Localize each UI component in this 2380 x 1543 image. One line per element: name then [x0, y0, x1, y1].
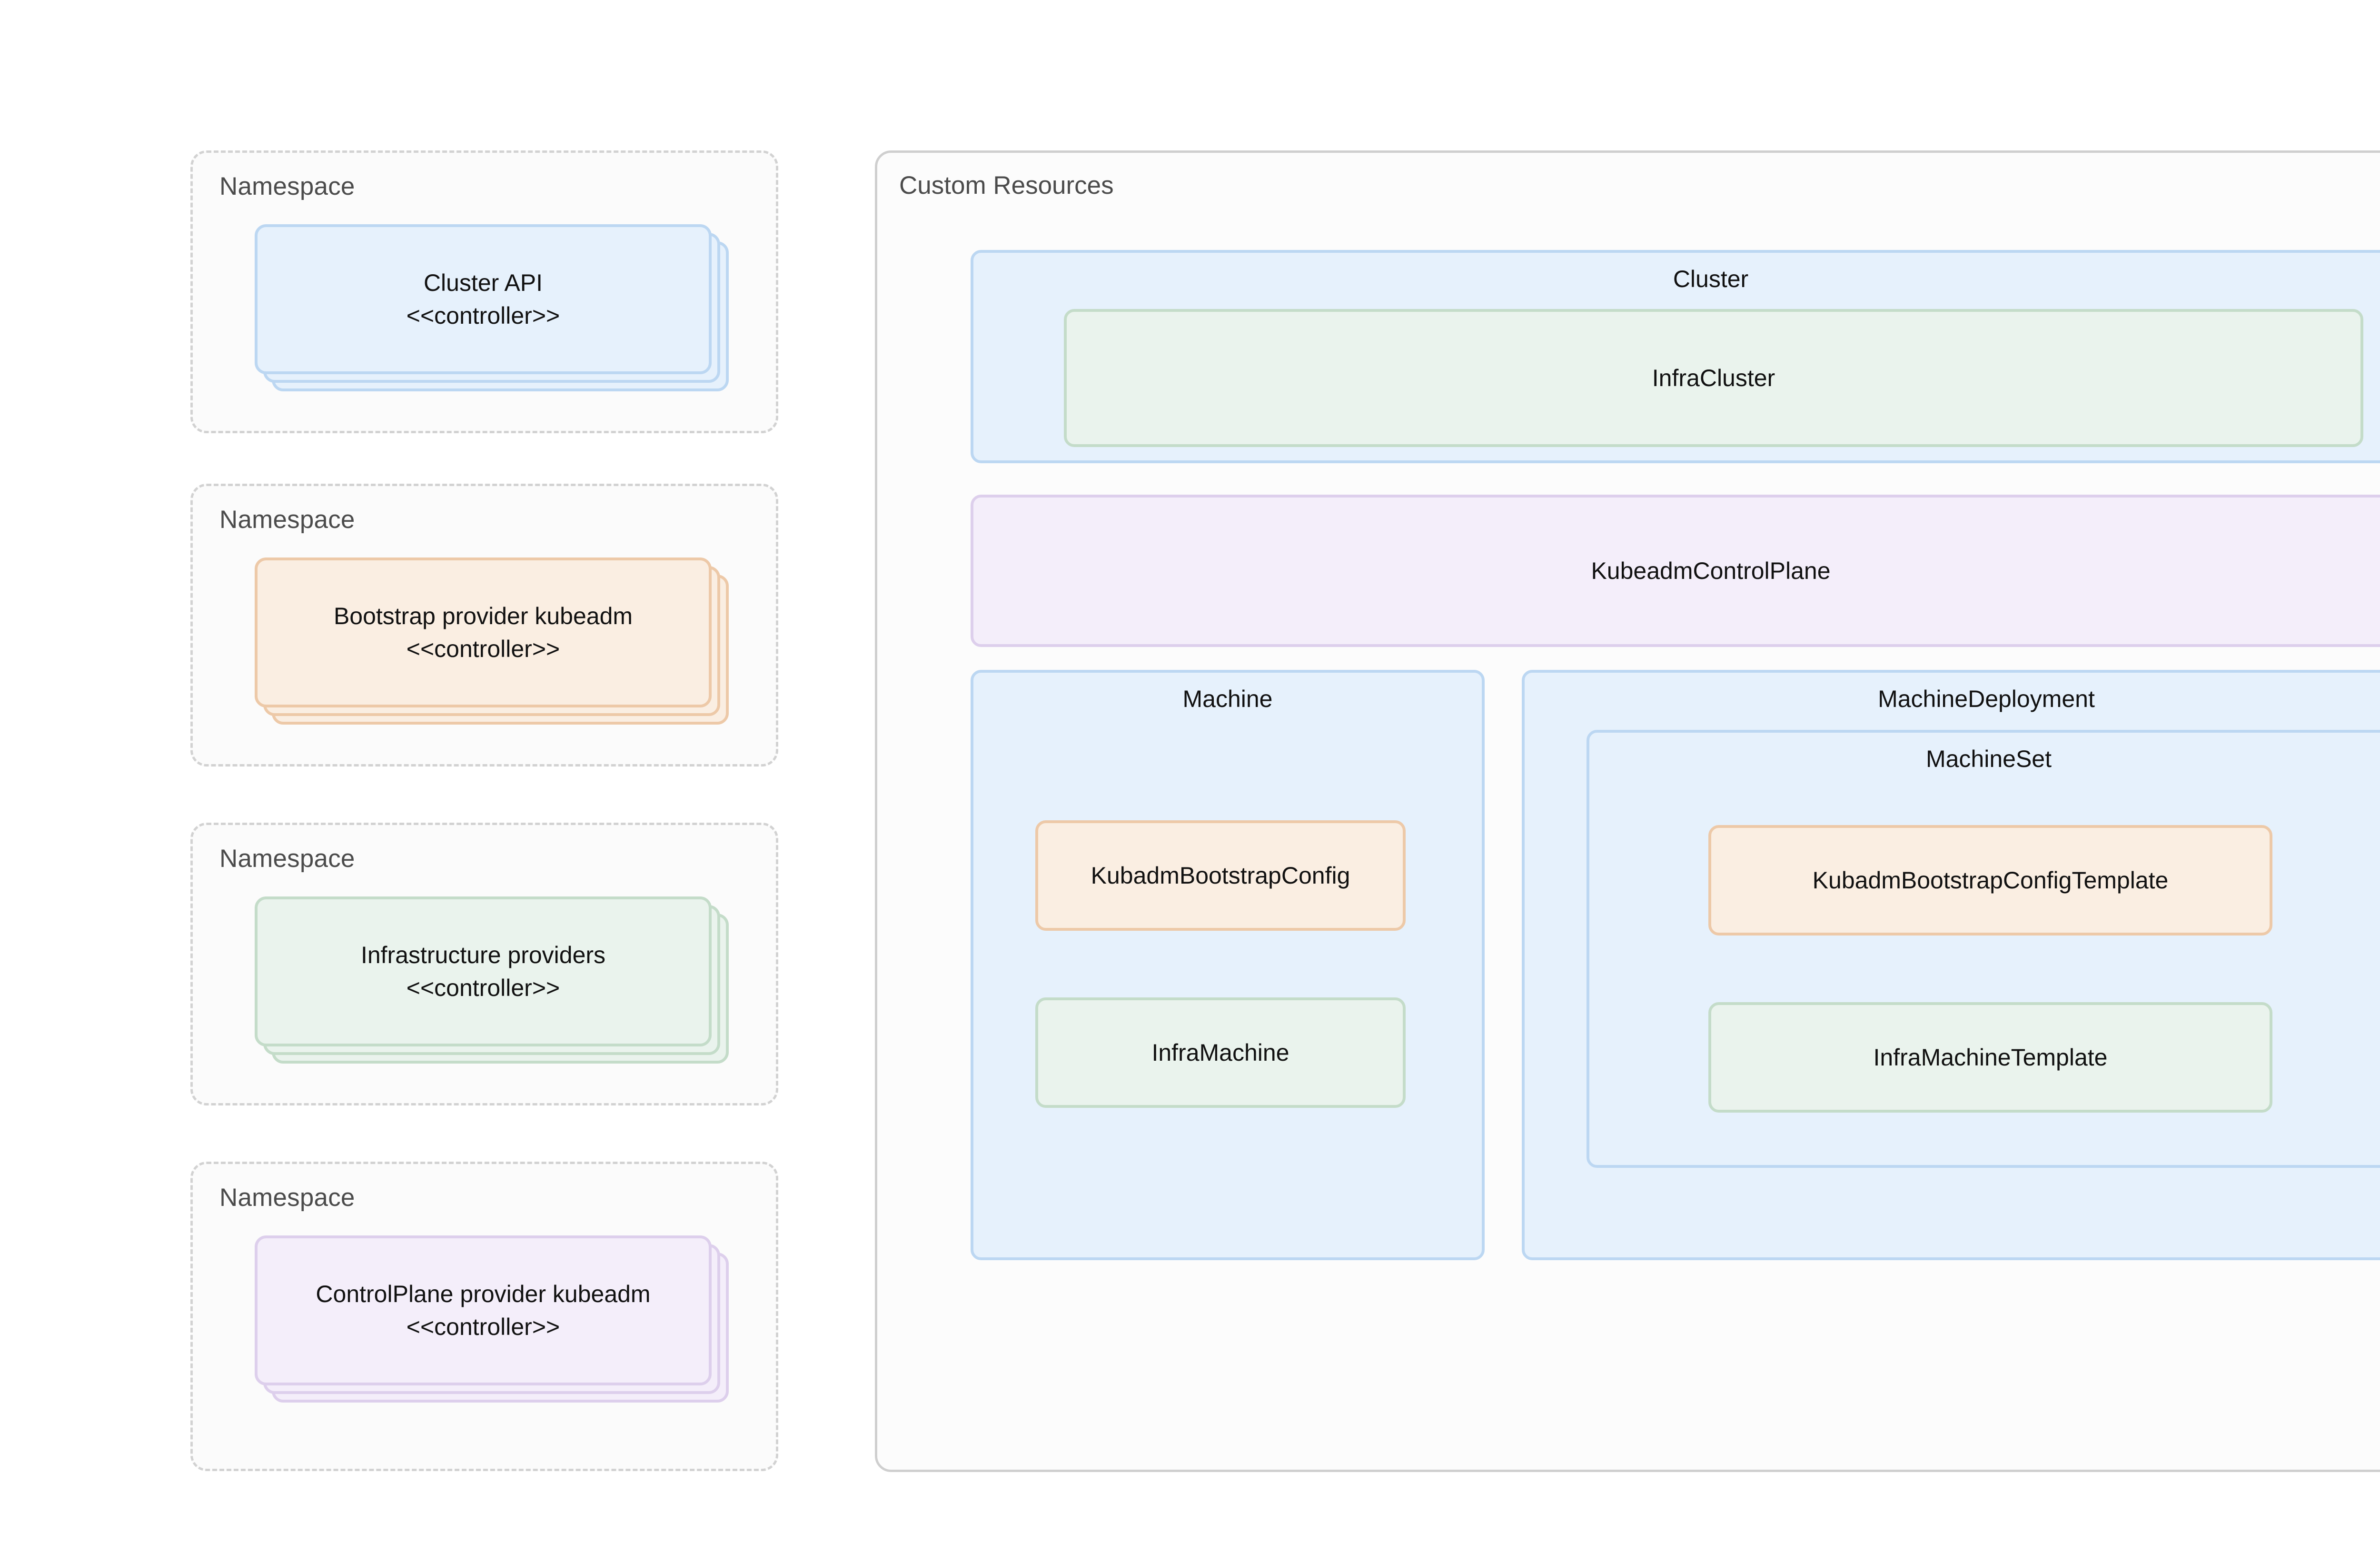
controller-name: Cluster API: [423, 269, 543, 296]
namespace-infrastructure-providers: Namespace Infrastructure providers <<con…: [190, 823, 778, 1105]
controller-name: ControlPlane provider kubeadm: [316, 1280, 651, 1307]
namespace-label: Namespace: [219, 506, 355, 534]
resource-title-machinedeployment: MachineDeployment: [1878, 686, 2095, 712]
controller-name: Infrastructure providers: [360, 941, 606, 968]
resource-title-inframachinetemplate: InfraMachineTemplate: [1873, 1044, 2108, 1071]
resource-box-machinedeployment[interactable]: MachineDeployment MachineSet KubadmBoots…: [1522, 670, 2380, 1260]
controller-name: Bootstrap provider kubeadm: [333, 602, 633, 629]
resource-title-kubeadmcontrolplane: KubeadmControlPlane: [1591, 557, 1831, 584]
controller-card-stack-cluster-api: Cluster API <<controller>>: [255, 224, 729, 391]
resource-title-cluster: Cluster: [1673, 266, 1749, 292]
resource-title-kubadmbootstrapconfig: KubadmBootstrapConfig: [1091, 862, 1350, 889]
controller-card-stack-infrastructure-providers: Infrastructure providers <<controller>>: [255, 896, 729, 1064]
controller-stereotype: <<controller>>: [406, 635, 560, 662]
resource-title-kubadmbootstrapconfigtemplate: KubadmBootstrapConfigTemplate: [1812, 867, 2169, 894]
controller-stereotype: <<controller>>: [406, 974, 560, 1001]
controller-stereotype: <<controller>>: [406, 302, 560, 329]
resource-box-infracluster[interactable]: InfraCluster: [1064, 309, 2363, 447]
namespace-label: Namespace: [219, 172, 355, 200]
namespace-label: Namespace: [219, 1184, 355, 1212]
resource-title-inframachine: InfraMachine: [1151, 1039, 1289, 1066]
resource-box-inframachine[interactable]: InfraMachine: [1035, 997, 1406, 1108]
resource-box-inframachinetemplate[interactable]: InfraMachineTemplate: [1708, 1002, 2272, 1113]
resource-box-cluster[interactable]: Cluster InfraCluster: [971, 250, 2380, 463]
controller-card-stack-bootstrap-provider: Bootstrap provider kubeadm <<controller>…: [255, 557, 729, 725]
custom-resources-title: Custom Resources: [899, 171, 1114, 199]
resource-box-machineset[interactable]: MachineSet KubadmBootstrapConfigTemplate…: [1587, 730, 2380, 1168]
namespace-bootstrap-provider-kubeadm: Namespace Bootstrap provider kubeadm <<c…: [190, 484, 778, 767]
controller-card-controlplane-provider-kubeadm[interactable]: ControlPlane provider kubeadm <<controll…: [255, 1235, 712, 1385]
namespace-controlplane-provider-kubeadm: Namespace ControlPlane provider kubeadm …: [190, 1162, 778, 1471]
resource-box-kubeadmcontrolplane[interactable]: KubeadmControlPlane: [971, 495, 2380, 647]
namespace-label: Namespace: [219, 845, 355, 873]
namespace-cluster-api: Namespace Cluster API <<controller>>: [190, 150, 778, 433]
controller-card-stack-controlplane-provider: ControlPlane provider kubeadm <<controll…: [255, 1235, 729, 1403]
controller-stereotype: <<controller>>: [406, 1313, 560, 1340]
resource-box-machine[interactable]: Machine KubadmBootstrapConfig InfraMachi…: [971, 670, 1485, 1260]
resource-box-kubadmbootstrapconfig[interactable]: KubadmBootstrapConfig: [1035, 820, 1406, 931]
resource-title-infracluster: InfraCluster: [1652, 365, 1775, 391]
controller-card-cluster-api[interactable]: Cluster API <<controller>>: [255, 224, 712, 374]
resource-title-machine: Machine: [1182, 686, 1273, 712]
resource-box-kubadmbootstrapconfigtemplate[interactable]: KubadmBootstrapConfigTemplate: [1708, 825, 2272, 936]
custom-resources-panel: Custom Resources Cluster InfraCluster Ku…: [875, 150, 2380, 1472]
resource-title-machineset: MachineSet: [1925, 746, 2052, 772]
controller-card-infrastructure-providers[interactable]: Infrastructure providers <<controller>>: [255, 896, 712, 1046]
controller-card-bootstrap-provider-kubeadm[interactable]: Bootstrap provider kubeadm <<controller>…: [255, 557, 712, 707]
